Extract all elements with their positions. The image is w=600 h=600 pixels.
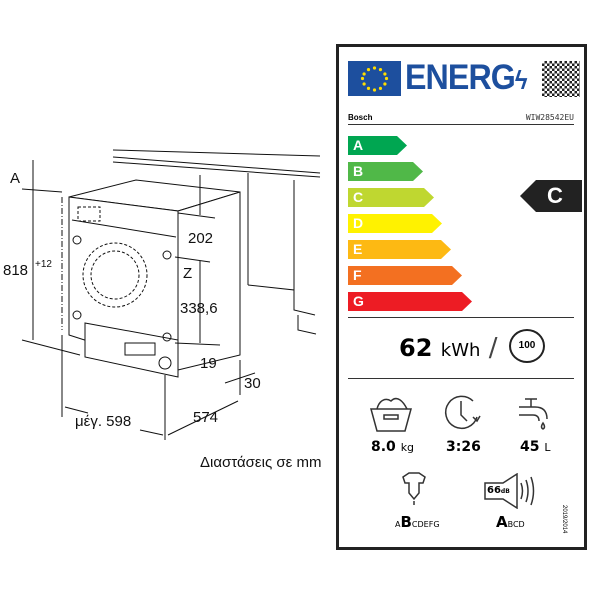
energy-class-a: A xyxy=(348,136,407,155)
energy-class-d: D xyxy=(348,214,442,233)
width-dimension: μέγ. 598 xyxy=(75,413,131,430)
height-tolerance: +12 xyxy=(35,259,52,270)
brand: Bosch xyxy=(348,113,373,122)
z-dimension: 338,6 xyxy=(180,300,218,317)
duration: 3:26 xyxy=(446,439,481,455)
water-tap-icon xyxy=(519,398,548,430)
label-a: A xyxy=(10,170,20,187)
energy-consumption: 62 kWh / xyxy=(399,333,498,363)
cycles-icon: 100 xyxy=(509,329,545,363)
dimension-19: 19 xyxy=(200,355,217,372)
spin-class: ABCDEFG xyxy=(395,513,440,531)
eu-flag-icon xyxy=(348,61,401,96)
dimension-30: 30 xyxy=(244,375,261,392)
energy-class-g: G xyxy=(348,292,472,311)
energy-class-e: E xyxy=(348,240,451,259)
water-consumption: 45 L xyxy=(520,439,551,455)
capacity: 8.0 kg xyxy=(371,439,415,455)
dimension-drawing: A 818 +12 202 Z 338,6 19 30 μέγ. 598 574 xyxy=(3,149,321,440)
energy-class-b: B xyxy=(348,162,423,181)
top-dimension: 202 xyxy=(188,230,213,247)
regulation-number: 2019/2014 xyxy=(561,505,567,534)
energy-class-c: C xyxy=(348,188,434,207)
spin-shirt-icon xyxy=(402,472,426,505)
qr-code-icon xyxy=(542,61,580,97)
noise-speaker-icon: 66dB xyxy=(484,473,536,509)
rating-indicator: C xyxy=(520,180,582,212)
height-dimension: 818 xyxy=(3,262,28,279)
dimensions-caption: Διαστάσεις σε mm xyxy=(200,454,322,471)
depth-dimension: 574 xyxy=(193,409,218,426)
label-z: Z xyxy=(183,265,192,282)
energy-title: ENERGϟ xyxy=(405,58,528,97)
model-number: WIW28542EU xyxy=(525,113,574,122)
clock-icon xyxy=(444,395,481,430)
noise-class: ABCD xyxy=(496,513,525,531)
energy-class-f: F xyxy=(348,266,462,285)
laundry-basket-icon xyxy=(370,397,412,432)
